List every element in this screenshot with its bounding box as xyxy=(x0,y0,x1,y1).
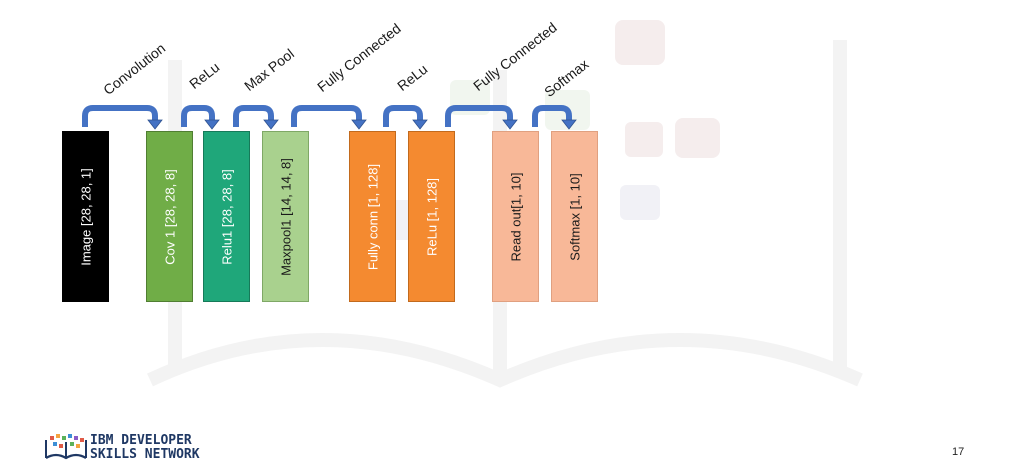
block-image-label: Image [28, 28, 1] xyxy=(78,167,93,266)
arrow-softmax xyxy=(532,105,572,127)
block-read-out: Read out[1, 10] xyxy=(492,131,539,302)
block-maxpool1-label: Maxpool1 [14, 14, 8] xyxy=(278,157,293,276)
block-relu2-label: ReLu [1, 128] xyxy=(424,177,439,256)
arrow-relu-2 xyxy=(383,105,423,127)
arrowhead-fully-connected-2 xyxy=(502,119,518,130)
logo-text: IBM DEVELOPER SKILLS NETWORK xyxy=(90,434,200,462)
block-image: Image [28, 28, 1] xyxy=(62,131,109,302)
block-fully-conn: Fully conn [1, 128] xyxy=(349,131,396,302)
logo-line-2: SKILLS NETWORK xyxy=(90,447,200,462)
arrowhead-max-pool xyxy=(263,119,279,130)
book-icon xyxy=(45,434,87,460)
block-cov1-label: Cov 1 [28, 28, 8] xyxy=(162,168,177,265)
arrowhead-relu-1 xyxy=(204,119,220,130)
arrowhead-relu-2 xyxy=(412,119,428,130)
page-number: 17 xyxy=(952,446,965,458)
block-read-out-label: Read out[1, 10] xyxy=(508,172,523,261)
block-fully-conn-label: Fully conn [1, 128] xyxy=(365,163,380,270)
block-cov1: Cov 1 [28, 28, 8] xyxy=(146,131,193,302)
block-softmax-label: Softmax [1, 10] xyxy=(567,172,582,261)
arrow-max-pool xyxy=(233,105,274,127)
arrow-fully-connected-2 xyxy=(445,105,513,127)
block-softmax: Softmax [1, 10] xyxy=(551,131,598,302)
arrow-relu-1 xyxy=(181,105,215,127)
block-relu1-label: Relu1 [28, 28, 8] xyxy=(219,168,234,265)
arrowhead-convolution xyxy=(147,119,163,130)
block-relu2: ReLu [1, 128] xyxy=(408,131,455,302)
block-maxpool1: Maxpool1 [14, 14, 8] xyxy=(262,131,309,302)
block-relu1: Relu1 [28, 28, 8] xyxy=(203,131,250,302)
arrow-convolution xyxy=(82,105,158,127)
logo-line-1: IBM DEVELOPER xyxy=(90,433,192,448)
arrowhead-softmax xyxy=(561,119,577,130)
arrowhead-fully-connected-1 xyxy=(351,119,367,130)
arrow-fully-connected-1 xyxy=(291,105,362,127)
